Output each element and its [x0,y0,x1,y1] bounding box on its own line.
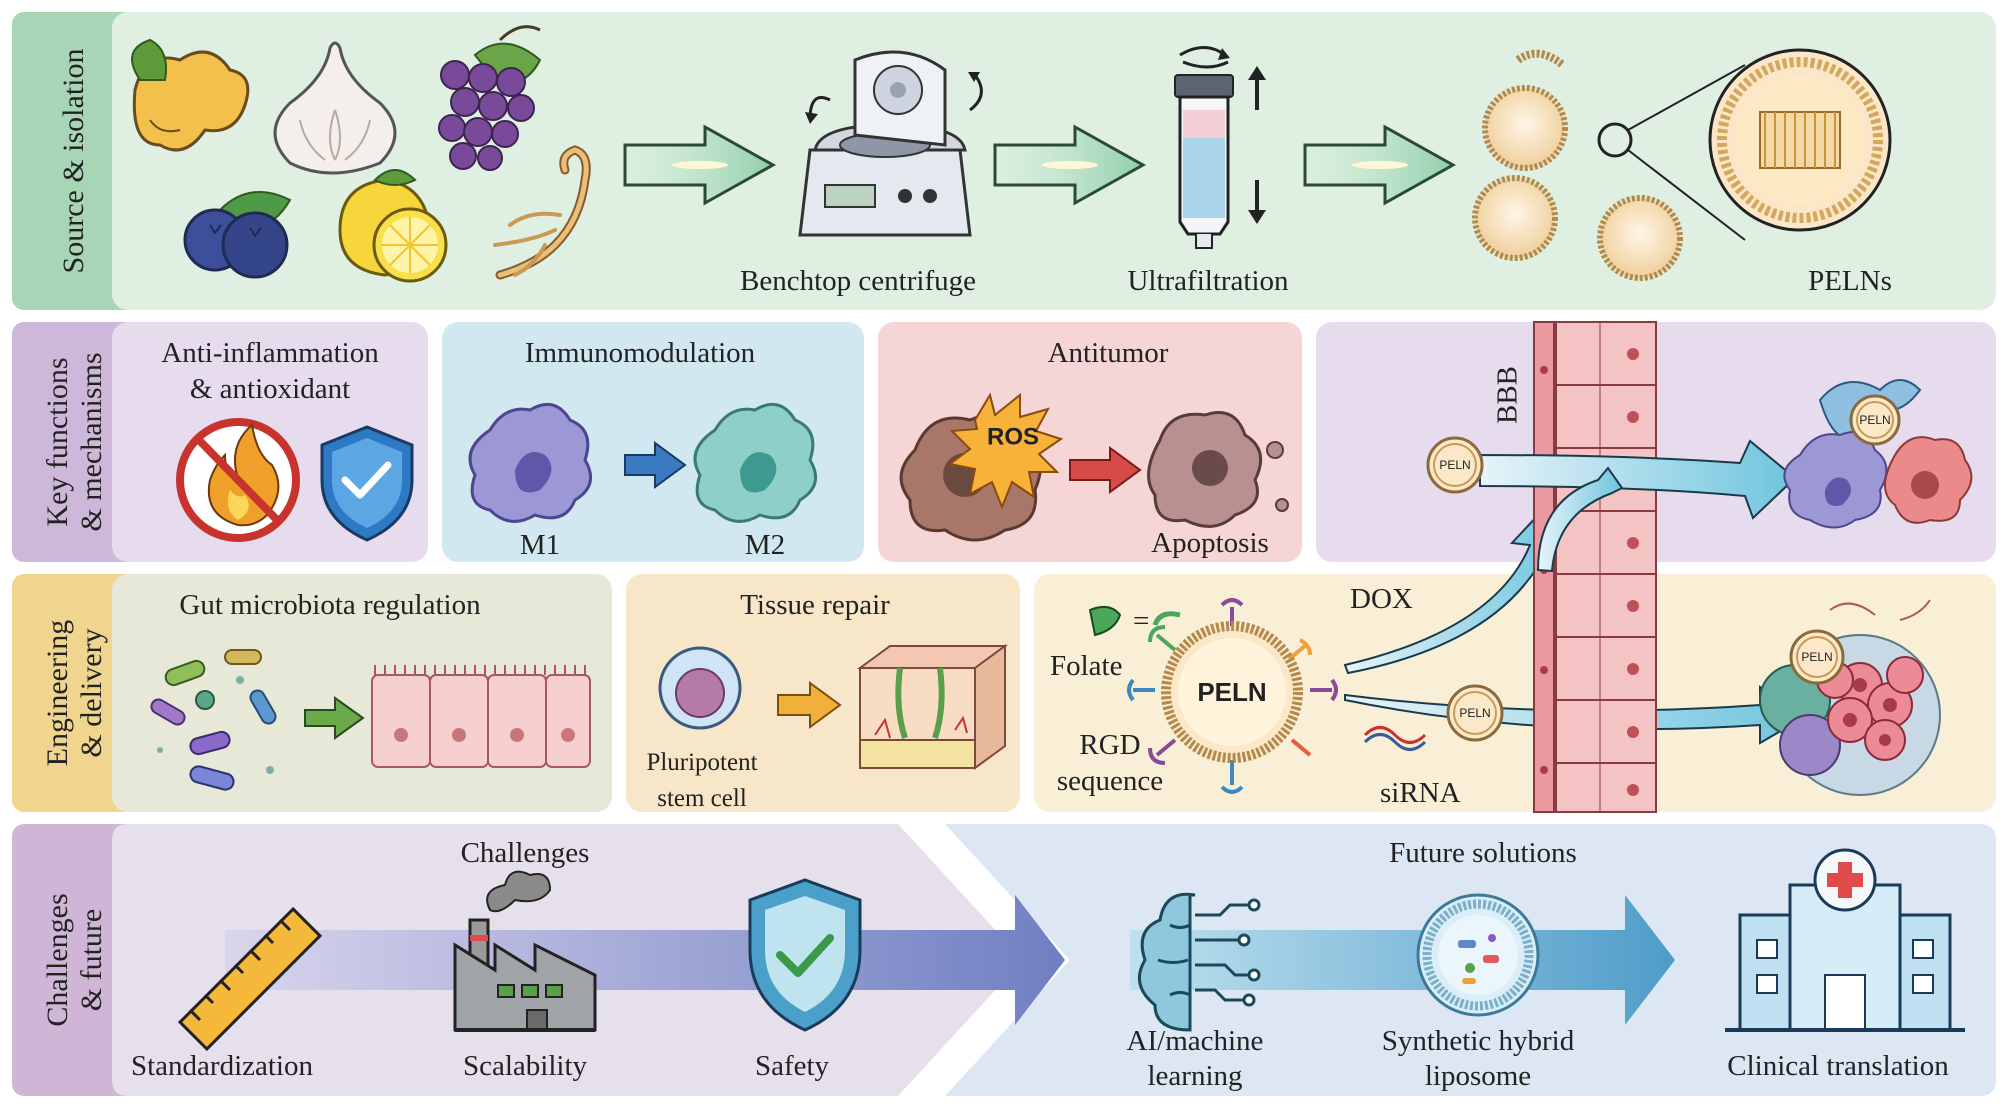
m2-macrophage-icon [693,402,818,523]
intestinal-epithelium-icon [371,665,591,768]
clinical-translation-label: Clinical translation [1727,1050,1949,1082]
ai-brain-icon [1137,892,1261,1032]
hybrid-label-line1: Synthetic hybrid [1382,1025,1575,1057]
m1-label: M1 [520,529,560,561]
sirna-label: siRNA [1380,777,1461,809]
apoptotic-cell-icon [1147,411,1289,528]
pelns-label: PELNs [1808,265,1892,297]
targeted-delivery-panel [1034,574,1996,812]
no-fire-icon [176,418,300,542]
row-tag-engineering: Engineering & delivery [12,574,140,812]
arrow-to-pelns [1303,124,1457,206]
row-tag-source: Source & isolation [12,12,140,310]
challenges-title: Challenges [461,837,590,869]
factory-icon [453,870,597,1032]
hospital-icon [1725,848,1965,1032]
ginseng-icon [493,145,591,280]
shield-check-icon [320,425,414,542]
peln-carrier-tumor-label: PELN [1801,650,1832,664]
arrow-to-centrifuge [623,124,777,206]
arrow-to-ultrafiltration [993,124,1147,206]
peln-carrier-brain-label: PELN [1859,413,1890,427]
gut-microbiota-title: Gut microbiota regulation [179,589,481,621]
rgd-label-line2: sequence [1057,765,1163,797]
m1-to-m2-arrow [624,441,687,489]
grapes-icon [438,25,542,171]
sirna-icon [1363,726,1427,751]
hybrid-liposome-icon [1416,893,1540,1017]
tissue-arrow [777,681,842,729]
peln-label: PELN [1197,677,1266,707]
safety-label: Safety [755,1050,830,1082]
row-label-eng-line2: & delivery [75,628,108,757]
folate-equals: = [1133,605,1149,637]
blueberry-icon [183,191,292,279]
antitumor-arrow [1069,446,1142,494]
garlic-icon [273,41,397,175]
skin-tissue-icon [856,644,1009,770]
row-label-key-line1: Key functions [41,357,74,526]
row-tag-challenges: Challenges & future [12,824,140,1096]
row-label-key-line2: & mechanisms [75,352,108,531]
hybrid-label-line2: liposome [1425,1060,1531,1092]
folate-ligand-icon [1088,605,1122,637]
dox-label: DOX [1350,583,1413,615]
tissue-repair-title: Tissue repair [740,589,890,621]
ruler-icon [177,906,323,1052]
stem-cell-label-line1: Pluripotent [646,749,757,776]
rgd-label-line1: RGD [1079,729,1140,761]
safety-shield-icon [748,878,862,1032]
peln-carrier-tumor: PELN [1789,629,1845,685]
row-tag-key-functions: Key functions & mechanisms [12,322,140,562]
row-label-source: Source & isolation [57,49,90,274]
bacteria-cluster-icon [150,649,277,791]
receptor-green-icon [1152,611,1181,626]
anti-inflammation-title-line2: & antioxidant [190,373,350,405]
standardization-label: Standardization [131,1050,314,1082]
bbb-label: BBB [1492,366,1524,424]
ultrafiltration-label: Ultrafiltration [1127,265,1289,297]
centrifuge-icon [798,50,983,237]
ai-label-line1: AI/machine [1127,1025,1264,1057]
row-label-chal-line1: Challenges [41,893,74,1026]
peln-carrier-bbb: PELN [1426,436,1484,494]
row-label-chal-line2: & future [75,909,108,1011]
lemon-icon [338,169,448,283]
ros-burst-icon: ROS [947,392,1064,510]
m1-macrophage-icon [468,402,593,523]
folate-label: Folate [1050,650,1123,682]
ai-label-line2: learning [1147,1060,1242,1092]
anti-inflammation-title-line1: Anti-inflammation [161,337,379,369]
antitumor-title: Antitumor [1048,337,1169,369]
apoptosis-label: Apoptosis [1151,527,1269,559]
pelns-vesicles-icon [1472,48,1892,281]
bbb-crossing-arrow [1479,439,1797,573]
stem-cell-icon [658,646,742,730]
ultrafiltration-tube-icon [1174,46,1266,249]
centrifuge-label: Benchtop centrifuge [740,265,976,297]
peln-carrier-sirna: PELN [1446,684,1504,742]
ginger-icon [131,38,250,152]
stem-cell-label-line2: stem cell [657,785,747,812]
future-arrow [1130,895,1675,1025]
ros-label: ROS [987,423,1039,450]
row-label-eng-line1: Engineering [41,620,74,767]
m2-label: M2 [745,529,785,561]
peln-carrier-bbb-label: PELN [1439,458,1470,472]
immunomodulation-title: Immunomodulation [525,337,756,369]
peln-carrier-sirna-label: PELN [1459,706,1490,720]
challenges-arrow [225,895,1065,1025]
gut-arrow [304,696,365,740]
scalability-label: Scalability [463,1050,588,1082]
peln-carrier-brain: PELN [1849,394,1901,446]
engineered-peln-icon: PELN [1127,598,1338,794]
future-solutions-title: Future solutions [1389,837,1577,869]
